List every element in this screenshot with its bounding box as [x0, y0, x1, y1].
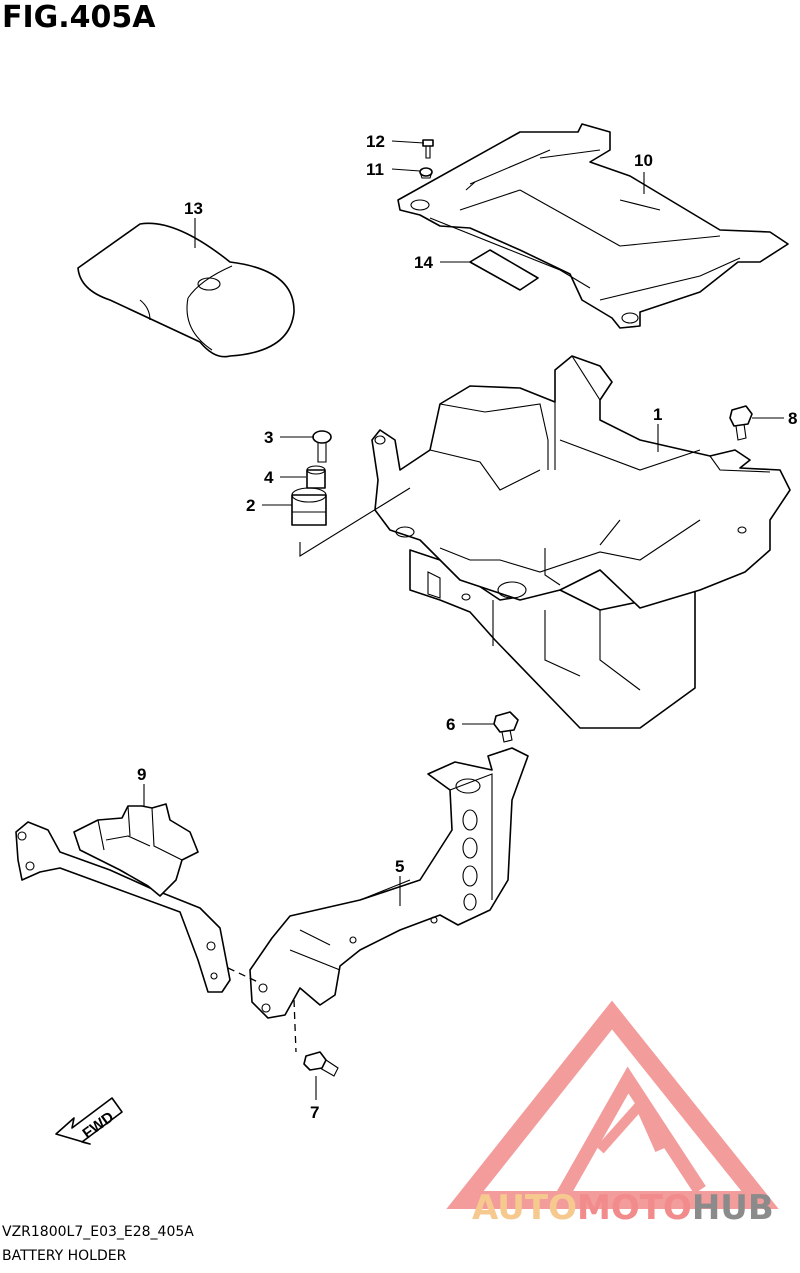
figure-caption: BATTERY HOLDER: [2, 1248, 127, 1264]
part-14-pad: [469, 249, 539, 291]
figure-code: VZR1800L7_E03_E28_405A: [2, 1224, 194, 1240]
part-12-screw: [422, 139, 434, 159]
fwd-arrow-icon: FWD: [55, 1097, 123, 1145]
part-7-bolt: [303, 1051, 339, 1077]
part-2-cushion: [291, 487, 327, 526]
watermark-moto: MOTO: [576, 1188, 692, 1228]
watermark-hub: HUB: [691, 1188, 774, 1228]
callout-14: 14: [414, 253, 433, 272]
part-2-mount-line: [299, 487, 411, 557]
part-8-bolt: [729, 405, 753, 441]
part-13-cover: [77, 222, 295, 358]
part-10-top-bracket: [397, 123, 789, 329]
callout-12: 12: [366, 132, 385, 151]
figure-title: FIG.405A: [2, 0, 156, 35]
callout-1: 1: [653, 405, 662, 424]
part-11-grommet: [419, 167, 433, 179]
callout-8: 8: [788, 409, 797, 428]
leader-lines: [143, 140, 784, 1100]
part-4-collar: [306, 465, 326, 489]
callout-11: 11: [366, 160, 384, 179]
part-1-battery-holder: [371, 355, 791, 729]
callout-9: 9: [137, 765, 146, 784]
watermark-logo-icon: [446, 1000, 779, 1209]
callout-2: 2: [246, 496, 255, 515]
alignment-line-7: [293, 999, 297, 1053]
part-3-screw: [312, 430, 332, 463]
watermark-auto: AUTO: [472, 1188, 577, 1228]
callout-3: 3: [264, 428, 273, 447]
callout-10: 10: [634, 151, 653, 170]
watermark-text: AUTOMOTOHUB: [472, 1188, 774, 1228]
callout-7: 7: [310, 1103, 319, 1122]
part-6-bolt: [493, 711, 519, 743]
callout-6: 6: [446, 715, 455, 734]
callout-4: 4: [264, 468, 274, 487]
part-9-left-bracket: [15, 803, 231, 993]
callout-13: 13: [184, 199, 203, 218]
alignment-line-9-5: [227, 967, 259, 983]
callout-5: 5: [395, 857, 404, 876]
part-5-lower-bracket: [249, 747, 529, 1019]
